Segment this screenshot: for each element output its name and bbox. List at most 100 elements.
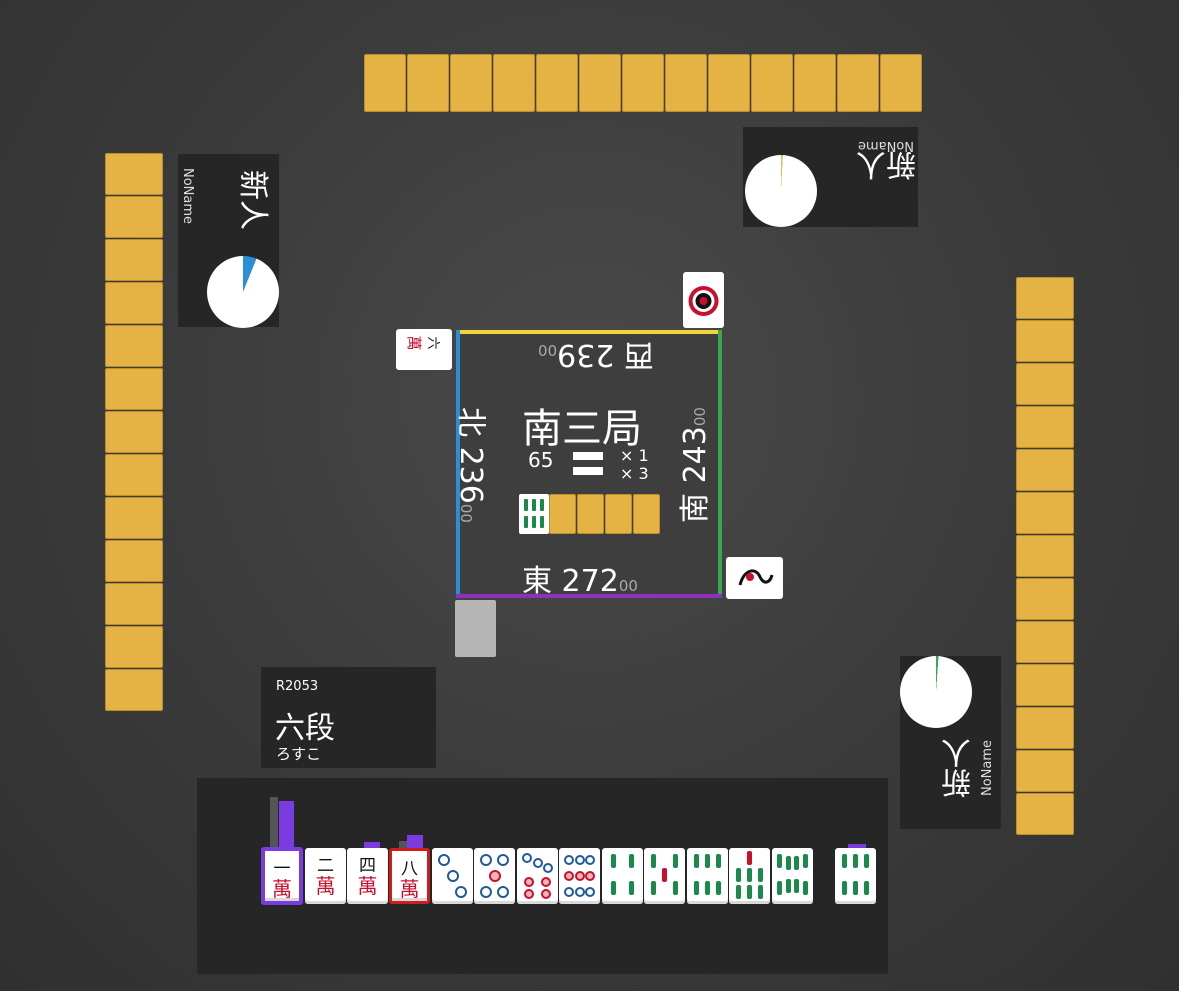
pin-dot (574, 855, 585, 865)
sou-bar (736, 868, 741, 882)
tile-back (577, 494, 604, 534)
sou-bar (747, 868, 752, 882)
self-player-rating: R2053 (276, 679, 319, 694)
tile-back (407, 54, 449, 112)
sou-bar (747, 851, 752, 865)
hand-tile[interactable]: 八萬 (389, 848, 430, 904)
hand-tile[interactable]: 二萬 (305, 848, 346, 904)
sou-bar (777, 854, 782, 868)
pin-dot (480, 886, 492, 898)
tile-back (1016, 707, 1074, 749)
hand-tile[interactable] (432, 848, 473, 904)
tile-back (1016, 578, 1074, 620)
tile-suit: 萬 (357, 874, 378, 898)
sou-bar (611, 881, 616, 895)
center-board: 西 23900 北 23600 南 24300 東 27200 南三局 65 ×… (453, 330, 722, 599)
sou-bar (794, 879, 799, 893)
tile-back (105, 540, 163, 582)
hand-tile[interactable]: 四萬 (347, 848, 388, 904)
sou-bar (853, 881, 858, 895)
pin-dot (564, 871, 574, 881)
hand-tile[interactable] (474, 848, 515, 904)
right-player-name: NoName (980, 740, 995, 797)
tile-back (605, 494, 632, 534)
hand-tile[interactable]: 一萬 (261, 847, 303, 905)
self-player-name: ろすこ (276, 745, 322, 763)
sou-bar (611, 854, 616, 868)
tile-back (1016, 363, 1074, 405)
tile-back (1016, 793, 1074, 835)
dora-indicator-tile (519, 494, 549, 534)
right-player-panel: 新人 NoName (900, 656, 1001, 829)
hand-tile[interactable] (772, 848, 813, 904)
self-riichi-stick-slot (455, 600, 496, 657)
tile-back (105, 669, 163, 711)
tile-suit: 萬 (272, 877, 292, 901)
sou-bar (803, 881, 808, 895)
south-score: 南 24300 (677, 407, 713, 523)
sou-bar (864, 881, 869, 895)
efficiency-bar (279, 801, 294, 847)
west-discard-tile (683, 272, 724, 328)
pin-dot (564, 855, 574, 865)
east-score: 東 27200 (522, 564, 638, 599)
pin-dot (455, 886, 467, 898)
pin-dot (541, 889, 551, 899)
tile-back (105, 196, 163, 238)
riichi-stick-icon (573, 467, 603, 475)
tile-back (1016, 320, 1074, 362)
pin-dot (585, 871, 595, 881)
pin-dot (564, 887, 574, 897)
honba-count: × 1 (620, 446, 649, 465)
sou-bar (794, 856, 799, 870)
hand-tile[interactable] (835, 848, 876, 904)
left-player-rank: 新人 (235, 170, 270, 230)
tile-back (1016, 406, 1074, 448)
efficiency-bar (399, 841, 407, 848)
sou-bar (853, 854, 858, 868)
pin-dot (446, 870, 459, 882)
tile-back (364, 54, 406, 112)
north-edge (456, 330, 460, 598)
tile-back (105, 454, 163, 496)
hand-tile[interactable] (602, 848, 643, 904)
tile-back (1016, 449, 1074, 491)
left-player-panel: 新人 NoName (178, 154, 279, 328)
tile-back (493, 54, 535, 112)
tile-back (105, 626, 163, 668)
top-player-hand (364, 54, 923, 112)
pin-dot (438, 854, 450, 866)
tile-back (105, 368, 163, 410)
tile-back (708, 54, 750, 112)
sou-bar (842, 854, 847, 868)
sou-bar (716, 854, 721, 868)
right-player-hand (1016, 277, 1074, 836)
sou-bar (694, 881, 699, 895)
sou-bar (736, 885, 741, 899)
tile-back (105, 282, 163, 324)
left-player-hand (105, 153, 163, 712)
efficiency-bar (364, 842, 380, 848)
top-player-name: NoName (857, 138, 914, 153)
hand-tile[interactable] (729, 848, 770, 904)
pin-dot (585, 887, 595, 897)
riichi-count: × 3 (620, 464, 649, 483)
hand-tile[interactable] (559, 848, 600, 904)
east-edge (456, 594, 722, 598)
tile-back (549, 494, 576, 534)
tile-back (1016, 535, 1074, 577)
hand-tile[interactable] (644, 848, 685, 904)
pin-dot (574, 887, 585, 897)
sou-bar (662, 868, 667, 882)
sou-bar (694, 854, 699, 868)
pin-dot (488, 870, 501, 882)
tile-back (633, 494, 660, 534)
tile-back (837, 54, 879, 112)
tile-back (1016, 750, 1074, 792)
hand-tile[interactable] (517, 848, 558, 904)
west-score: 西 23900 (538, 337, 654, 372)
hand-tile[interactable] (687, 848, 728, 904)
self-player-panel: R2053 六段 ろすこ (261, 667, 436, 768)
north-score: 北 23600 (452, 407, 488, 523)
pin-dot (541, 877, 551, 887)
